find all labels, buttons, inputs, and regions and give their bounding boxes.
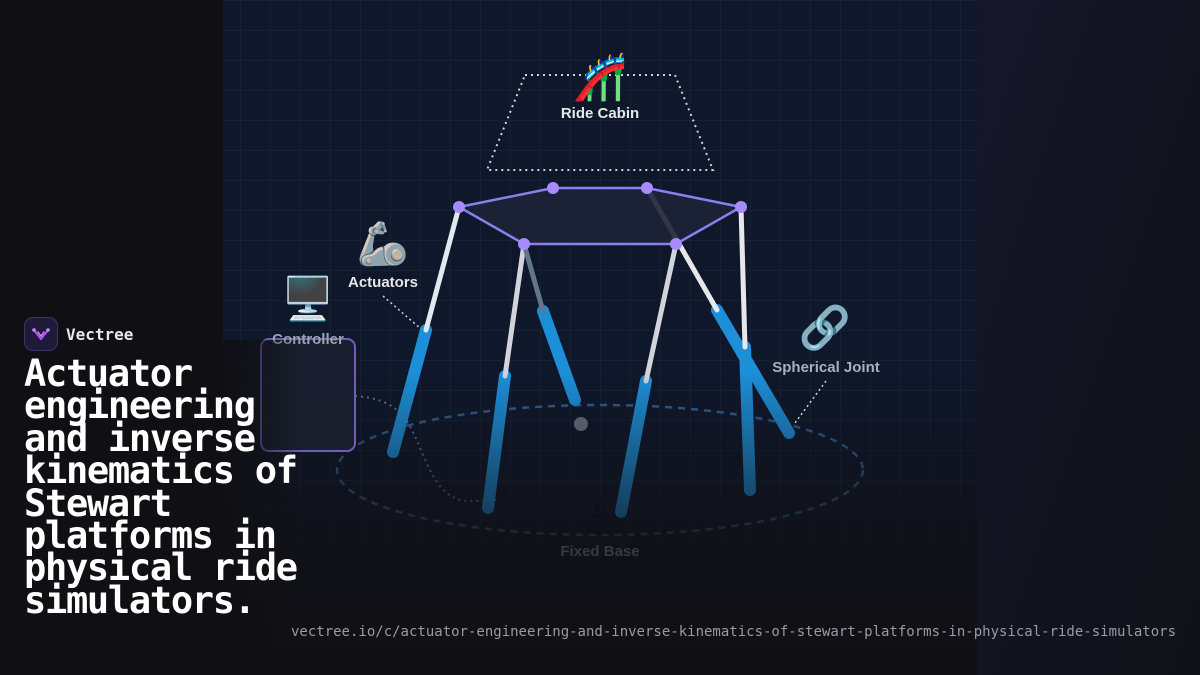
platform-joint	[547, 182, 559, 194]
mechanical-arm-icon: 🦾	[357, 219, 409, 268]
fixed-base-label: Fixed Base	[560, 543, 639, 560]
spherical-joint-label: Spherical Joint	[772, 359, 880, 376]
platform-joint	[518, 238, 530, 250]
platform-joint	[735, 201, 747, 213]
desktop-computer-icon: 🖥️	[282, 274, 334, 323]
vectree-logo-icon	[24, 317, 58, 351]
page-title: Actuator engineering and inverse kinemat…	[24, 352, 298, 622]
link-icon: 🔗	[799, 302, 851, 353]
spherical-joint-leader-line	[794, 380, 827, 424]
actuators-leader-line	[382, 295, 422, 330]
platform-joint	[453, 201, 465, 213]
brand-name: Vectree	[66, 324, 134, 344]
anchor-icon: ⚓	[581, 495, 619, 544]
brand: Vectree	[24, 317, 133, 351]
page-url[interactable]: vectree.io/c/actuator-engineering-and-in…	[290, 624, 1176, 640]
bottom-fade	[223, 0, 977, 675]
ride-cabin-label: Ride Cabin	[561, 105, 639, 122]
platform-joint	[641, 182, 653, 194]
actuators-label: Actuators	[348, 274, 418, 291]
left-fade	[223, 340, 303, 675]
roller-coaster-icon: 🎢	[573, 52, 628, 103]
platform-joint	[670, 238, 682, 250]
right-gradient-panel	[977, 0, 1200, 675]
